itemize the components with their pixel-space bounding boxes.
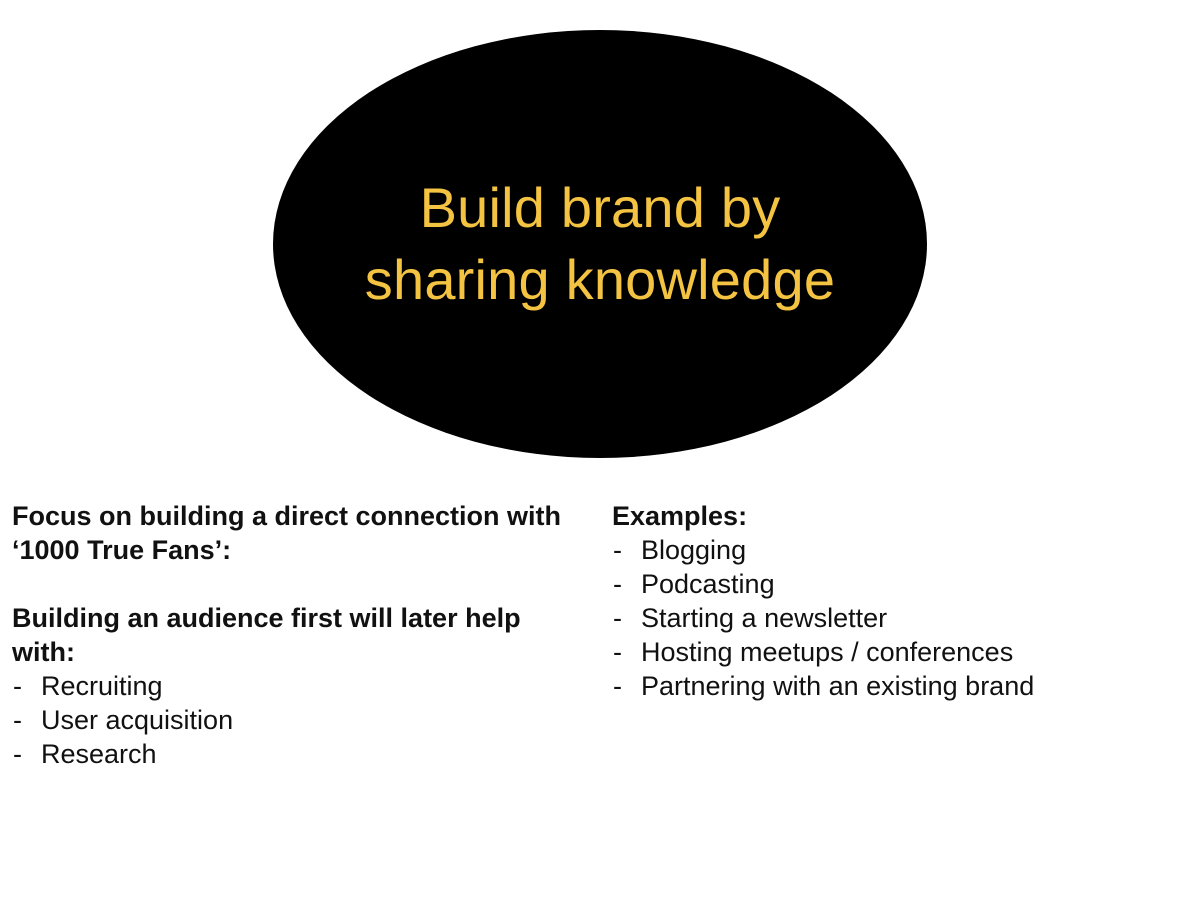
left-subheading-line-1: Building an audience first will later he…	[12, 603, 521, 633]
list-item: Podcasting	[612, 567, 1182, 601]
left-heading-line-2: ‘1000 True Fans’:	[12, 535, 232, 565]
left-subheading-line-2: with:	[12, 637, 75, 667]
list-item: Blogging	[612, 533, 1182, 567]
benefits-list: Recruiting User acquisition Research	[12, 669, 602, 771]
examples-list: Blogging Podcasting Starting a newslette…	[612, 533, 1182, 703]
slide-title-line-2: sharing knowledge	[364, 248, 836, 311]
examples-heading: Examples:	[612, 501, 748, 531]
slide-title: Build brand by sharing knowledge	[365, 172, 835, 316]
list-item: Partnering with an existing brand	[612, 669, 1182, 703]
left-column: Focus on building a direct connection wi…	[12, 499, 602, 771]
list-item: User acquisition	[12, 703, 602, 737]
title-ellipse: Build brand by sharing knowledge	[273, 30, 927, 458]
right-column: Examples: Blogging Podcasting Starting a…	[612, 499, 1182, 703]
list-item: Starting a newsletter	[612, 601, 1182, 635]
slide-title-line-1: Build brand by	[419, 176, 781, 239]
list-item: Hosting meetups / conferences	[612, 635, 1182, 669]
spacer	[12, 567, 602, 601]
list-item: Recruiting	[12, 669, 602, 703]
left-heading-line-1: Focus on building a direct connection wi…	[12, 501, 562, 531]
list-item: Research	[12, 737, 602, 771]
